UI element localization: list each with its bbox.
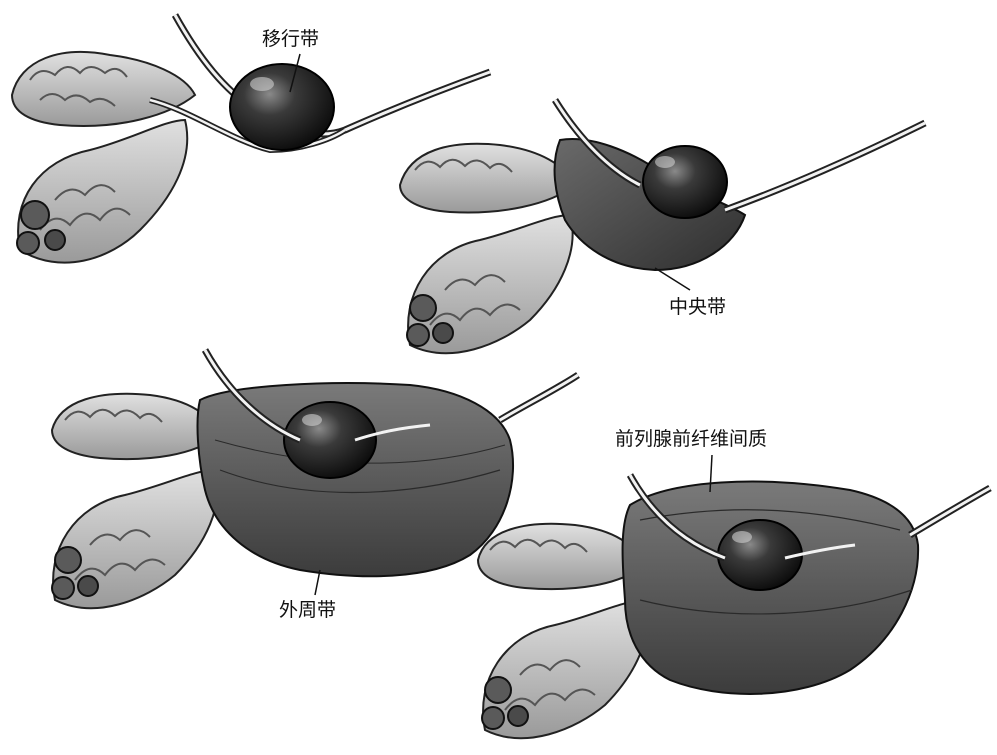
leader-central-zone <box>655 268 690 290</box>
label-transition-zone: 移行带 <box>262 30 319 49</box>
label-anterior-fibromuscular-stroma: 前列腺前纤维间质 <box>615 430 767 449</box>
seminal-vesicle <box>12 52 195 126</box>
panel-transition-zone <box>12 15 490 263</box>
leader-peripheral-zone <box>315 570 320 595</box>
vas-deferens <box>18 120 187 263</box>
panel-central-zone <box>400 100 925 353</box>
label-central-zone: 中央带 <box>669 298 726 317</box>
label-peripheral-zone: 外周带 <box>279 601 336 620</box>
panel-anterior-fibromuscular-stroma <box>478 455 990 738</box>
transition-zone-ball <box>230 64 334 150</box>
